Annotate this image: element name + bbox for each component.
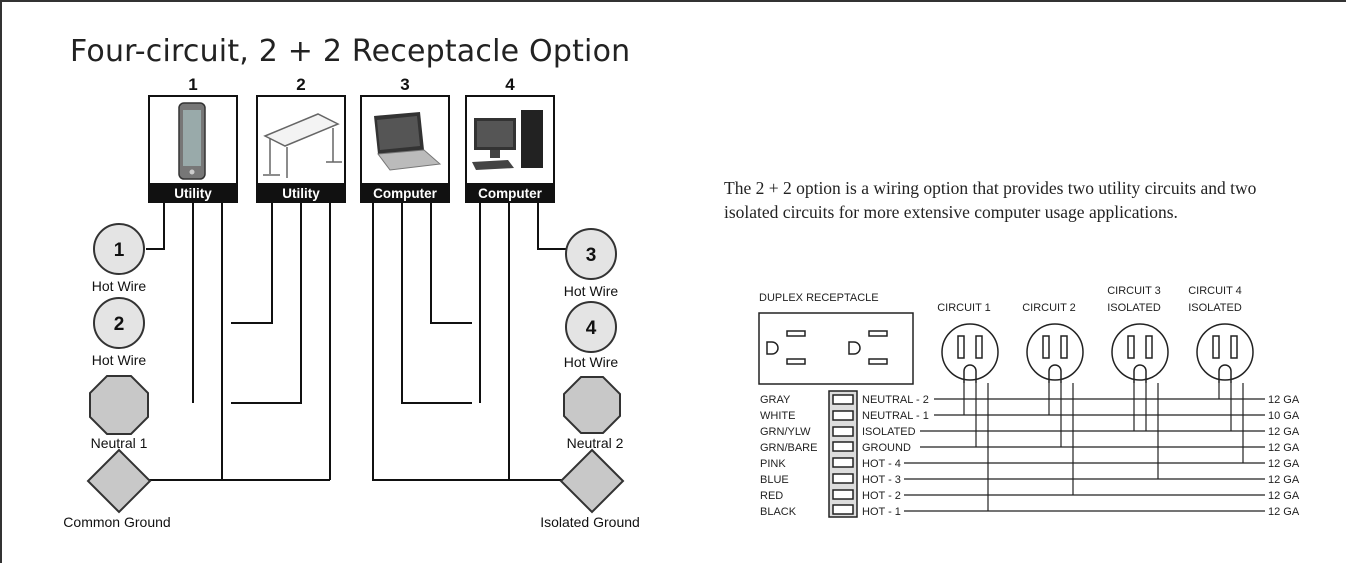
receptacle-box-2 [256, 95, 346, 203]
receptacle-number-1: 1 [188, 75, 197, 94]
hot-wire-1-label: Hot Wire [92, 278, 147, 294]
hot-wire-4-number: 4 [586, 318, 597, 339]
wire-color: GRN/YLW [760, 426, 811, 438]
wire-row: GRAY NEUTRAL - 2 12 GA [760, 394, 1300, 406]
hot-wire-1-number: 1 [114, 240, 125, 261]
receptacle-label-2: Utility [282, 186, 320, 201]
receptacle-number-3: 3 [400, 75, 409, 94]
wire-name: HOT - 4 [862, 458, 901, 470]
wire-gauge: 10 GA [1268, 410, 1300, 422]
neutral-1-label: Neutral 1 [91, 435, 148, 451]
wire-name: ISOLATED [862, 426, 916, 438]
neutral-2-connector: Neutral 2 [563, 376, 624, 451]
wire-color: GRN/BARE [760, 442, 817, 454]
wire-gauge: 12 GA [1268, 394, 1300, 406]
circuit-3-outlet [1111, 323, 1169, 383]
receptacle-1-wires [146, 202, 223, 480]
isolated-ground-label: Isolated Ground [540, 514, 640, 530]
left-wiring-diagram [116, 95, 566, 481]
wire-name: GROUND [862, 442, 911, 454]
wire-row: RED HOT - 2 12 GA [760, 490, 1300, 502]
wire-row: PINK HOT - 4 12 GA [760, 458, 1300, 470]
phone-icon [178, 102, 206, 180]
wire-color: GRAY [760, 394, 791, 406]
wire-bus-lines [904, 383, 1265, 512]
wire-rows: GRAY NEUTRAL - 2 12 GA WHITE NEUTRAL - 1… [760, 394, 1300, 518]
hot-wire-2-label: Hot Wire [92, 352, 147, 368]
hot-wire-3-number: 3 [586, 245, 597, 266]
circuit-1-outlet [941, 323, 999, 383]
wire-color: RED [760, 490, 783, 502]
wire-gauge: 12 GA [1268, 490, 1300, 502]
receptacle-box-3 [360, 95, 450, 203]
circuit-4-header-line2: ISOLATED [1188, 302, 1242, 314]
wire-name: NEUTRAL - 2 [862, 394, 929, 406]
circuit-3-header-line2: ISOLATED [1107, 302, 1161, 314]
wire-color: BLACK [760, 506, 797, 518]
wire-row: BLACK HOT - 1 12 GA [760, 506, 1300, 518]
wire-row: GRN/BARE GROUND 12 GA [760, 442, 1300, 454]
receptacle-numbers: 1 2 3 4 [188, 75, 515, 94]
circuit-2-outlet [1026, 323, 1084, 383]
wire-name: HOT - 2 [862, 490, 901, 502]
hot-wire-1-connector: 1 Hot Wire [92, 223, 147, 294]
page-title: Four-circuit, 2 + 2 Receptacle Option [70, 34, 631, 69]
wire-row: WHITE NEUTRAL - 1 10 GA [760, 410, 1300, 422]
wire-gauge: 12 GA [1268, 458, 1300, 470]
hot-wire-4-connector: 4 Hot Wire [564, 301, 619, 370]
wire-color: PINK [760, 458, 786, 470]
isolated-ground-connector: Isolated Ground [540, 448, 640, 530]
circuit-4-outlet [1196, 323, 1254, 383]
hot-wire-4-label: Hot Wire [564, 354, 619, 370]
receptacle-label-3: Computer [373, 186, 437, 201]
duplex-receptacle-label: DUPLEX RECEPTACLE [759, 292, 879, 304]
circuit-headers: CIRCUIT 1 CIRCUIT 2 CIRCUIT 3 ISOLATED C… [937, 285, 1242, 314]
description-text: The 2 + 2 option is a wiring option that… [724, 178, 1257, 222]
wire-color: WHITE [760, 410, 795, 422]
wire-color: BLUE [760, 474, 789, 486]
receptacle-3-wires [372, 202, 566, 481]
wire-row: GRN/YLW ISOLATED 12 GA [760, 426, 1300, 438]
hot-wire-2-connector: 2 Hot Wire [92, 297, 147, 368]
receptacle-number-2: 2 [296, 75, 305, 94]
receptacle-label-4: Computer [478, 186, 542, 201]
hot-wire-3-label: Hot Wire [564, 283, 619, 299]
circuit-4-header-line1: CIRCUIT 4 [1188, 285, 1242, 297]
receptacle-4-wires [479, 202, 566, 480]
common-ground-connector: Common Ground [63, 448, 171, 530]
wire-gauge: 12 GA [1268, 506, 1300, 518]
wire-name: HOT - 1 [862, 506, 901, 518]
receptacle-number-4: 4 [505, 75, 515, 94]
receptacle-label-1: Utility [174, 186, 212, 201]
desk-icon [263, 113, 342, 178]
receptacle-labels: Utility Utility Computer Computer [174, 186, 542, 201]
wire-gauge: 12 GA [1268, 426, 1300, 438]
circuit-1-header: CIRCUIT 1 [937, 302, 991, 314]
terminal-block [828, 390, 858, 518]
laptop-icon [374, 112, 442, 171]
desktop-computer-icon [472, 110, 543, 170]
circuit-3-header-line1: CIRCUIT 3 [1107, 285, 1161, 297]
hot-wire-3-connector: 3 Hot Wire [564, 228, 619, 299]
circuit-outlet-symbols [941, 323, 1254, 383]
duplex-receptacle-face [758, 312, 914, 385]
wire-gauge: 12 GA [1268, 474, 1300, 486]
neutral-1-connector: Neutral 1 [89, 375, 149, 451]
hot-wire-2-number: 2 [114, 314, 125, 335]
wire-row: BLUE HOT - 3 12 GA [760, 474, 1300, 486]
circuit-2-header: CIRCUIT 2 [1022, 302, 1076, 314]
wire-name: NEUTRAL - 1 [862, 410, 929, 422]
common-ground-label: Common Ground [63, 514, 170, 530]
wire-gauge: 12 GA [1268, 442, 1300, 454]
wire-name: HOT - 3 [862, 474, 901, 486]
neutral-2-label: Neutral 2 [567, 435, 624, 451]
receptacle-2-wires [231, 202, 331, 480]
